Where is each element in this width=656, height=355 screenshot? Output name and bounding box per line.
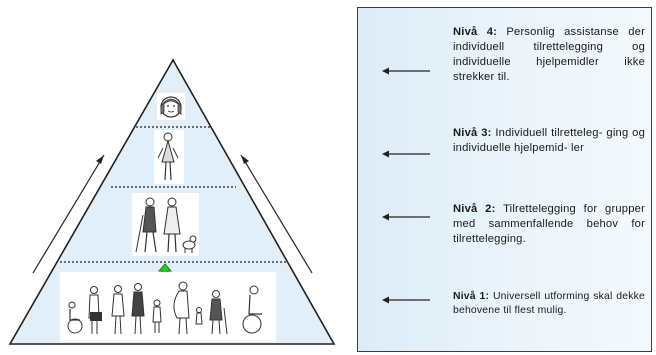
level-4-text: Personlig assistanse der individuell til…: [453, 26, 646, 83]
level-1-text: Universell utforming skal dekke behovene…: [453, 291, 646, 316]
level-3-text: Individuell tilretteleg- ging og individ…: [453, 127, 646, 154]
level2-people-picture: [132, 193, 199, 256]
level-4-label: Nivå 4:: [453, 26, 498, 38]
right-up-arrow: [240, 154, 313, 274]
level1-crowd-picture: [60, 272, 276, 342]
level-1-label: Nivå 1:: [453, 291, 490, 302]
level-1-description: Nivå 1: Universell utforming skal dekke …: [453, 290, 645, 318]
level4-face-picture: [157, 93, 185, 120]
level-3-description: Nivå 3: Individuell tilretteleg- ging og…: [453, 126, 645, 156]
arrow-left-icon: [382, 296, 430, 304]
arrow-left-icon: [382, 150, 430, 158]
level3-person-picture: [154, 130, 184, 184]
level-4-description: Nivå 4: Personlig assistanse der individ…: [453, 25, 645, 85]
arrow-left-icon: [382, 213, 430, 221]
left-up-arrow: [32, 154, 105, 274]
levels-panel: Nivå 4: Personlig assistanse der individ…: [357, 7, 652, 352]
level-2-text: Tilrettelegging for grupper med sammenfa…: [453, 203, 646, 245]
level-2-label: Nivå 2:: [453, 203, 496, 215]
level-3-label: Nivå 3:: [453, 127, 492, 139]
level-2-description: Nivå 2: Tilrettelegging for grupper med …: [453, 202, 645, 247]
arrow-left-icon: [382, 67, 430, 75]
